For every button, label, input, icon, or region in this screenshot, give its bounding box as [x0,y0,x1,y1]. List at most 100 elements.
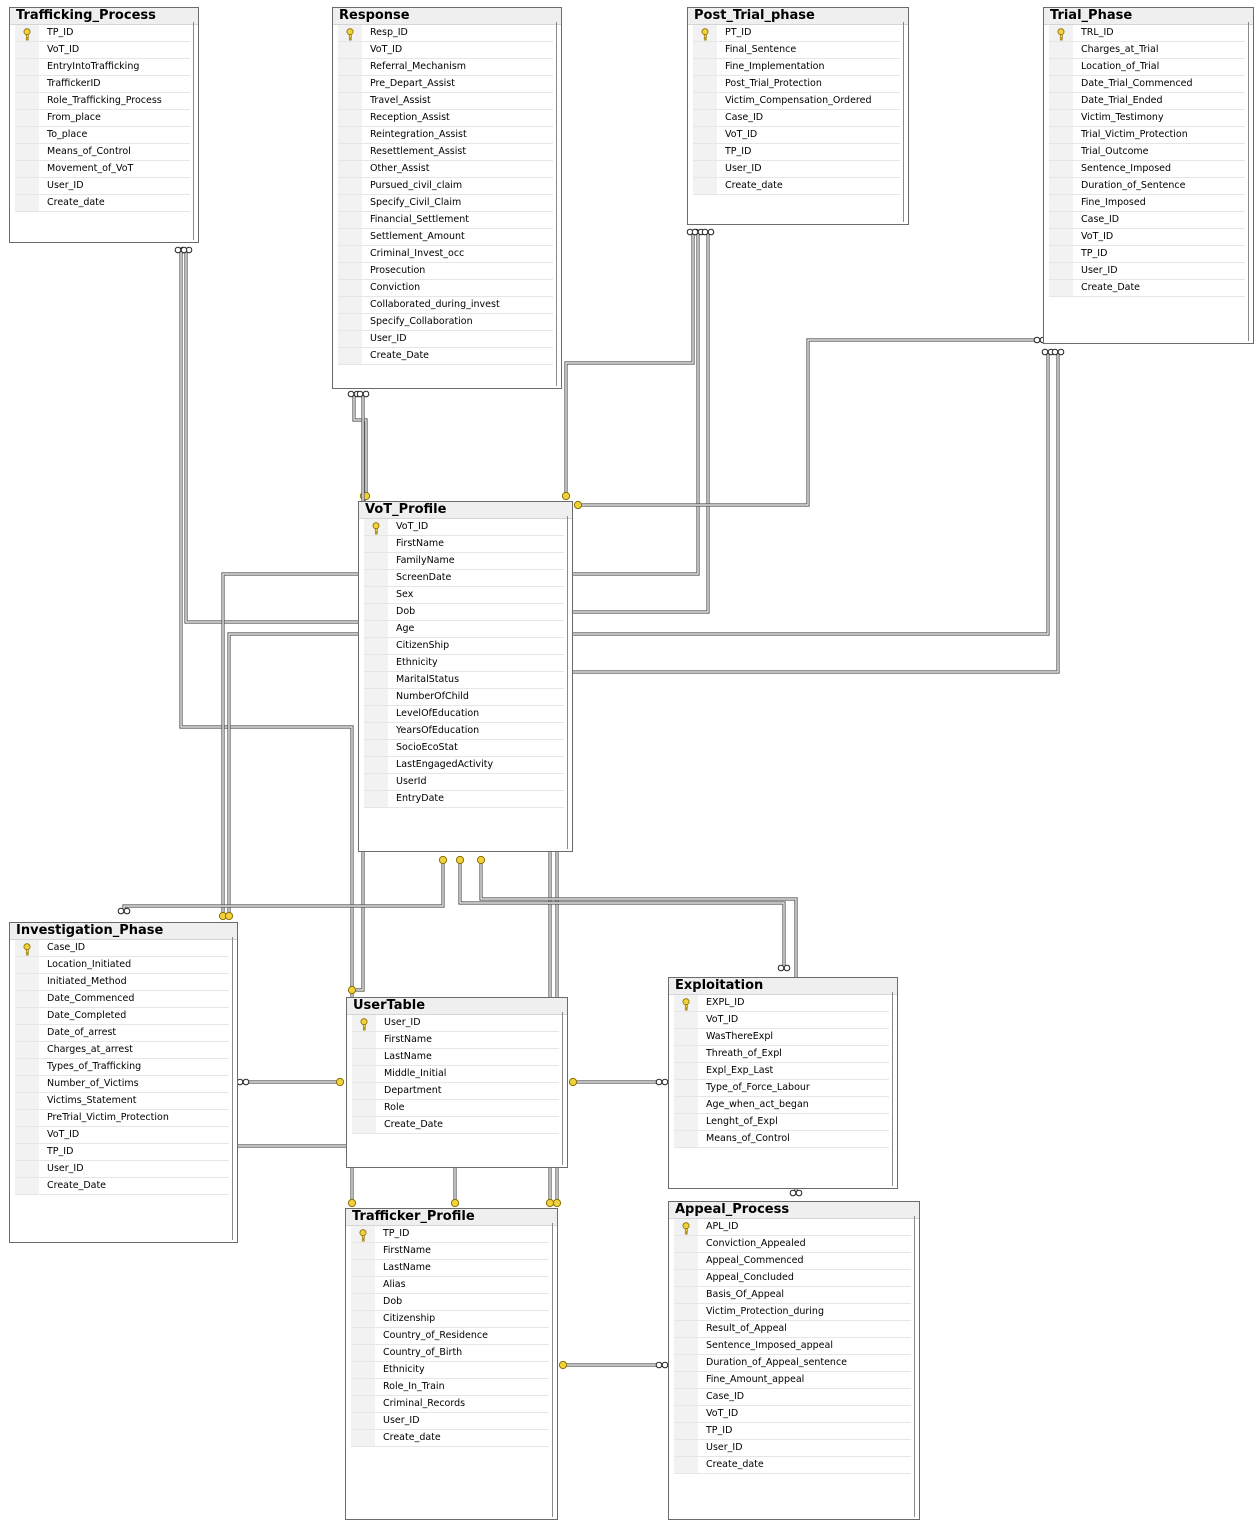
table-field[interactable]: From_place [15,110,190,127]
row-selector[interactable] [352,1049,376,1065]
row-selector[interactable] [338,144,362,160]
row-selector[interactable] [674,1355,698,1371]
table-field[interactable]: TraffickerID [15,76,190,93]
row-selector[interactable] [693,25,717,41]
row-selector[interactable] [364,638,388,654]
row-selector[interactable] [338,161,362,177]
row-selector[interactable] [693,76,717,92]
row-selector[interactable] [1049,161,1073,177]
table-field[interactable]: Result_of_Appeal [674,1321,911,1338]
row-selector[interactable] [1049,178,1073,194]
table-field[interactable]: EntryIntoTrafficking [15,59,190,76]
row-selector[interactable] [351,1345,375,1361]
row-selector[interactable] [15,1025,39,1041]
table-field[interactable]: Role [352,1100,559,1117]
table-title[interactable]: Trial_Phase [1044,8,1253,25]
table-field[interactable]: Pre_Depart_Assist [338,76,553,93]
table-field[interactable]: Pursued_civil_claim [338,178,553,195]
table-field[interactable]: Trial_Outcome [1049,144,1245,161]
row-selector[interactable] [352,1117,376,1133]
table-field[interactable]: CitizenShip [364,638,564,655]
table-field[interactable]: EXPL_ID [674,995,889,1012]
row-selector[interactable] [15,1042,39,1058]
row-selector[interactable] [674,1029,698,1045]
table-field[interactable]: Charges_at_arrest [15,1042,229,1059]
row-selector[interactable] [1049,127,1073,143]
table-field[interactable]: Location_Initiated [15,957,229,974]
row-selector[interactable] [15,144,39,160]
table-field[interactable]: Sentence_Imposed [1049,161,1245,178]
table-field[interactable]: Country_of_Birth [351,1345,549,1362]
row-selector[interactable] [1049,59,1073,75]
row-selector[interactable] [338,42,362,58]
table-field[interactable]: FirstName [364,536,564,553]
row-selector[interactable] [1049,212,1073,228]
table-field[interactable]: Date_Completed [15,1008,229,1025]
row-selector[interactable] [364,570,388,586]
row-selector[interactable] [15,93,39,109]
row-selector[interactable] [674,1321,698,1337]
row-selector[interactable] [364,536,388,552]
row-selector[interactable] [15,991,39,1007]
table-field[interactable]: Case_ID [1049,212,1245,229]
table-field[interactable]: Dob [351,1294,549,1311]
row-selector[interactable] [674,1287,698,1303]
table-field[interactable]: Trial_Victim_Protection [1049,127,1245,144]
table-field[interactable]: Role_In_Train [351,1379,549,1396]
table-field[interactable]: Department [352,1083,559,1100]
table-field[interactable]: Conviction_Appealed [674,1236,911,1253]
relationship-line[interactable] [578,338,1040,507]
row-selector[interactable] [364,706,388,722]
table-field[interactable]: Ethnicity [364,655,564,672]
table-field[interactable]: Referral_Mechanism [338,59,553,76]
table-field[interactable]: VoT_ID [15,42,190,59]
table-field[interactable]: Duration_of_Sentence [1049,178,1245,195]
table-field[interactable]: Case_ID [674,1389,911,1406]
row-selector[interactable] [364,757,388,773]
row-selector[interactable] [674,1423,698,1439]
row-selector[interactable] [338,280,362,296]
row-selector[interactable] [674,1046,698,1062]
row-selector[interactable] [674,1236,698,1252]
row-selector[interactable] [1049,195,1073,211]
row-selector[interactable] [674,995,698,1011]
row-selector[interactable] [693,144,717,160]
table-field[interactable]: Specify_Collaboration [338,314,553,331]
table-field[interactable]: Collaborated_during_invest [338,297,553,314]
table-title[interactable]: Appeal_Process [669,1202,919,1219]
row-selector[interactable] [338,127,362,143]
row-selector[interactable] [352,1083,376,1099]
row-selector[interactable] [338,110,362,126]
row-selector[interactable] [364,791,388,807]
row-selector[interactable] [15,76,39,92]
table-field[interactable]: VoT_ID [674,1012,889,1029]
table-field[interactable]: Victim_Protection_during [674,1304,911,1321]
row-selector[interactable] [351,1379,375,1395]
table-field[interactable]: Fine_Implementation [693,59,900,76]
row-selector[interactable] [1049,280,1073,296]
table-field[interactable]: TRL_ID [1049,25,1245,42]
table-field[interactable]: TP_ID [15,1144,229,1161]
table-field[interactable]: VoT_ID [338,42,553,59]
row-selector[interactable] [338,297,362,313]
table-field[interactable]: NumberOfChild [364,689,564,706]
row-selector[interactable] [15,940,39,956]
table-field[interactable]: Lenght_of_Expl [674,1114,889,1131]
row-selector[interactable] [693,127,717,143]
row-selector[interactable] [1049,25,1073,41]
row-selector[interactable] [15,1008,39,1024]
table-field[interactable]: VoT_ID [364,519,564,536]
table-field[interactable]: Travel_Assist [338,93,553,110]
table-field[interactable]: VoT_ID [693,127,900,144]
row-selector[interactable] [338,59,362,75]
row-selector[interactable] [352,1032,376,1048]
row-selector[interactable] [338,348,362,364]
table-field[interactable]: Create_Date [338,348,553,365]
table-field[interactable]: Case_ID [15,940,229,957]
row-selector[interactable] [352,1066,376,1082]
table-field[interactable]: VoT_ID [674,1406,911,1423]
table-field[interactable]: Basis_Of_Appeal [674,1287,911,1304]
table-field[interactable]: Date_Trial_Commenced [1049,76,1245,93]
